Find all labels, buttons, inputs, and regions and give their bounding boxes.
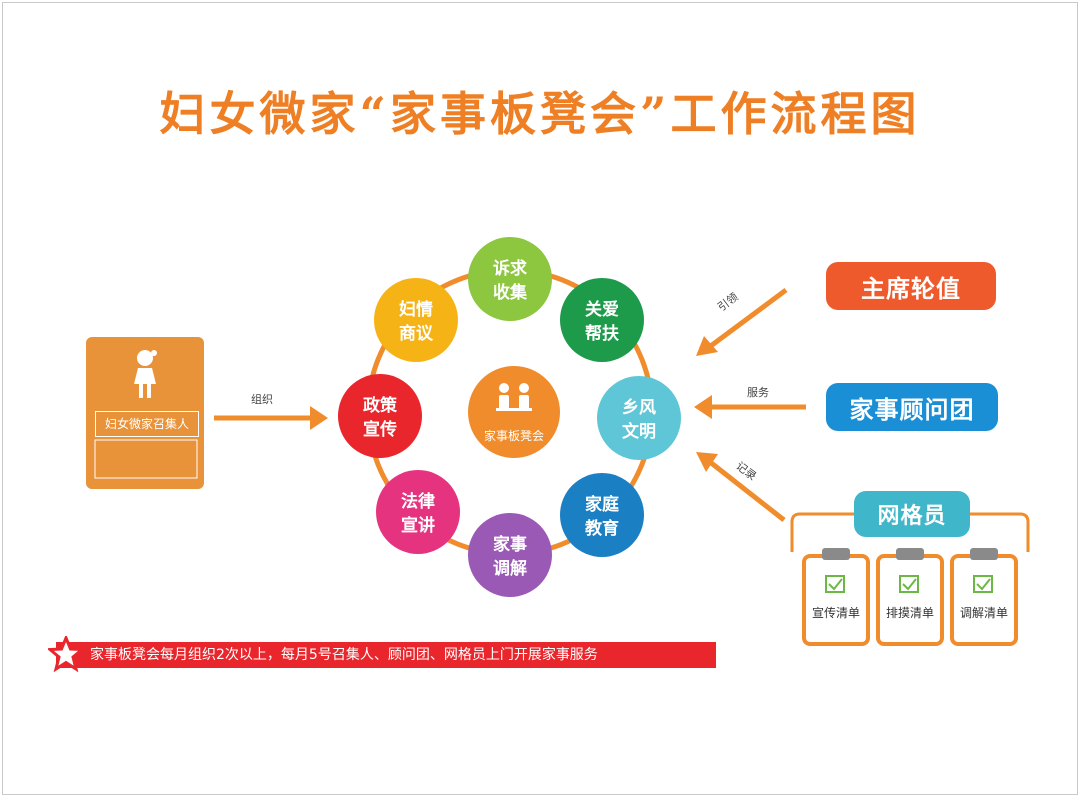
node-care-assistance: 关爱 帮扶 (560, 278, 644, 362)
investigation-list-label: 排摸清单 (885, 606, 934, 620)
node-line2: 收集 (493, 282, 528, 303)
family-advisory-box: 家事顾问团 (826, 383, 998, 431)
service-label: 服务 (747, 386, 769, 399)
convener-label: 妇女微家召集人 (95, 411, 199, 437)
node-line1: 家庭 (585, 494, 619, 515)
node-women-consultation: 妇情 商议 (374, 278, 458, 362)
node-policy-promotion: 政策 宣传 (338, 374, 422, 458)
record-label: 记录 (733, 459, 758, 483)
grid-bracket (790, 512, 1030, 552)
node-law-lecture: 法律 宣讲 (376, 470, 460, 554)
node-family-mediation: 家事 调解 (468, 513, 552, 597)
node-line1: 关爱 (585, 299, 619, 320)
node-circle (376, 470, 460, 554)
node-circle (560, 473, 644, 557)
node-line2: 宣讲 (401, 515, 435, 536)
node-line2: 文明 (622, 421, 656, 442)
chair-rotation-box: 主席轮值 (826, 262, 996, 310)
node-family-education: 家庭 教育 (560, 473, 644, 557)
convener-card-bg (86, 337, 204, 489)
node-circle (468, 513, 552, 597)
check-icon (825, 575, 845, 593)
node-line2: 宣传 (363, 419, 397, 440)
center-label: 家事板凳会 (484, 428, 544, 443)
center-node: 家事板凳会 (468, 366, 560, 458)
node-line1: 法律 (401, 491, 435, 512)
clipboard-investigation (876, 548, 944, 646)
organize-label: 组织 (251, 392, 273, 406)
woman-icon (134, 350, 157, 398)
node-line2: 商议 (399, 323, 434, 344)
node-line2: 帮扶 (585, 323, 619, 344)
node-line2: 教育 (584, 518, 619, 539)
star-icon (48, 636, 84, 672)
convener-card (86, 337, 204, 489)
organize-arrow (214, 406, 328, 430)
node-circle (338, 374, 422, 458)
node-line1: 家事 (493, 534, 527, 555)
lead-arrow (696, 287, 788, 356)
people-icon (496, 383, 532, 411)
node-complaint-collection: 诉求 收集 (468, 237, 552, 321)
page-title: 妇女微家“家事板凳会”工作流程图 (159, 87, 921, 141)
node-line1: 政策 (363, 395, 398, 416)
clipboard-publicity (802, 548, 870, 646)
service-arrow (694, 395, 806, 419)
node-circle (560, 278, 644, 362)
check-icon (899, 575, 919, 593)
node-circle (468, 237, 552, 321)
node-circle (374, 278, 458, 362)
convener-blank-box (94, 439, 198, 479)
grid-worker-box: 网格员 (854, 491, 970, 537)
node-line1: 诉求 (493, 258, 527, 279)
footer-note: 家事板凳会每月组织2次以上，每月5号召集人、顾问团、网格员上门开展家事服务 (56, 642, 716, 668)
node-circle (597, 376, 681, 460)
node-line2: 调解 (493, 558, 527, 579)
node-line1: 乡风 (622, 398, 656, 418)
record-arrow (696, 452, 786, 522)
mediation-list-label: 调解清单 (959, 606, 1008, 620)
publicity-list-label: 宣传清单 (811, 606, 860, 620)
node-rural-civility: 乡风 文明 (597, 376, 681, 460)
clipboard-mediation (950, 548, 1018, 646)
check-icon (973, 575, 993, 593)
lead-label: 引领 (715, 290, 741, 314)
node-line1: 妇情 (398, 299, 433, 320)
